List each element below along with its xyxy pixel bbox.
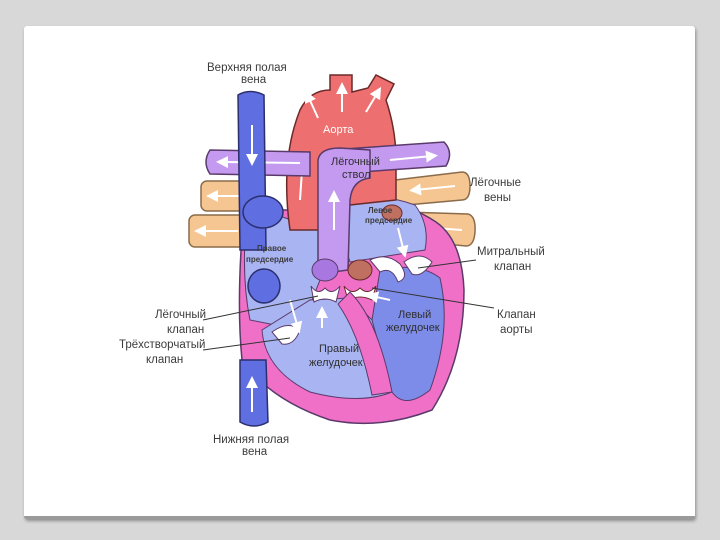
label-tricuspid-valve-1: Трёхстворчатый (119, 339, 205, 351)
label-mitral-valve-1: Митральный (477, 246, 545, 258)
label-aorta: Аорта (323, 124, 354, 136)
pointer-lines (202, 259, 495, 351)
label-pulmonary-veins-1: Лёгочные (470, 177, 521, 189)
label-aortic-valve-1: Клапан (497, 309, 536, 321)
label-pulmonary-trunk-2: ствол (342, 169, 371, 181)
label-right-atrium-2: предсердие (246, 255, 294, 264)
label-tricuspid-valve-2: клапан (146, 354, 183, 366)
label-superior-vena-cava-1: Верхняя полая (207, 62, 287, 74)
mitral-valve (369, 255, 433, 283)
label-mitral-valve-2: клапан (494, 261, 531, 273)
label-pulmonary-veins-2: вены (484, 192, 511, 204)
pulmonary-valve (310, 258, 341, 303)
svc-opening (242, 195, 284, 229)
label-inferior-vena-cava-1: Нижняя полая (213, 434, 289, 446)
label-left-ventricle-1: Левый (398, 309, 431, 321)
label-right-ventricle-1: Правый (319, 343, 359, 355)
septum (337, 291, 393, 396)
label-right-ventricle-2: желудочек (309, 357, 363, 369)
label-pulmonary-valve-2: клапан (167, 324, 204, 336)
pulmonary-veins-right (394, 171, 476, 247)
label-left-atrium-2: предсердие (365, 216, 413, 225)
label-inferior-vena-cava-2: вена (242, 446, 268, 458)
inferior-vena-cava (239, 359, 269, 427)
label-aortic-valve-2: аорты (500, 324, 532, 336)
left-atrium-vein-opening (381, 204, 403, 222)
label-right-atrium-1: Правое (257, 244, 287, 253)
ivc-opening (247, 268, 281, 304)
label-pulmonary-valve-1: Лёгочный (155, 309, 206, 321)
label-superior-vena-cava-2: вена (241, 74, 267, 86)
label-left-atrium-1: Левое (368, 206, 393, 215)
label-pulmonary-trunk-1: Лёгочный (331, 156, 380, 168)
label-left-ventricle-2: желудочек (386, 322, 440, 334)
pulmonary-trunk (317, 147, 371, 275)
